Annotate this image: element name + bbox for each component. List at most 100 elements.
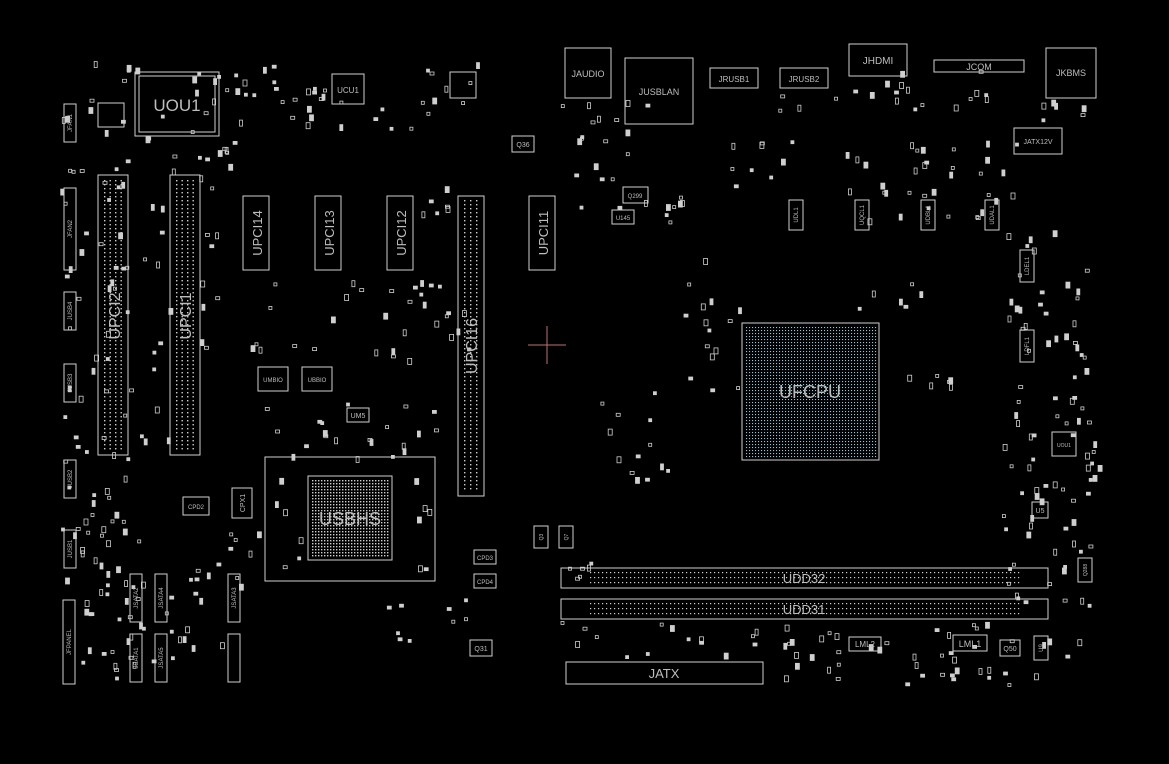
sata-jsata4[interactable]: JSATA4 xyxy=(154,573,168,623)
pin xyxy=(1002,582,1004,584)
pin xyxy=(872,378,874,380)
connector-jaudio[interactable]: JAUDIO xyxy=(564,47,612,99)
transistor-q3[interactable]: Q3 xyxy=(533,525,549,549)
pin xyxy=(476,216,478,218)
connector-jrusb1[interactable]: JRUSB1 xyxy=(709,67,759,89)
inductor-lml1[interactable]: LML1 xyxy=(952,634,988,652)
pin xyxy=(794,411,796,413)
pci-slot-upci1[interactable]: UPCI1 xyxy=(169,174,201,456)
header-jfpanel[interactable]: JFPANEL xyxy=(62,599,76,685)
header-jusb1[interactable]: JUSB1 xyxy=(63,529,77,569)
inductor-ldfl1[interactable]: LDFL1 xyxy=(1019,329,1035,363)
pin xyxy=(791,348,793,350)
connector-jkbms[interactable]: JKBMS xyxy=(1045,47,1097,99)
inductor-udbl1[interactable]: UDBL1 xyxy=(920,199,936,231)
header-jfan2[interactable]: JFAN2 xyxy=(63,187,77,271)
inductor-lml2[interactable]: LML2 xyxy=(848,636,882,652)
header-jusb4[interactable]: JUSB4 xyxy=(63,291,77,331)
dimm-slot-udd32[interactable]: UDD32 xyxy=(560,567,1049,589)
chip-uou1[interactable]: UOU1 xyxy=(134,71,220,137)
pin xyxy=(658,572,660,574)
chip-u145[interactable]: U145 xyxy=(611,209,635,225)
smd-pad xyxy=(1086,491,1091,496)
chip-ucu1[interactable]: UCU1 xyxy=(331,73,365,105)
pin xyxy=(770,405,772,407)
pin xyxy=(836,447,838,449)
sata-jsata3[interactable]: JSATA3 xyxy=(227,573,241,623)
pin xyxy=(779,327,781,329)
pin xyxy=(922,577,924,579)
smd-pad xyxy=(795,662,800,670)
pin xyxy=(845,357,847,359)
pin xyxy=(115,388,117,390)
pin xyxy=(115,432,117,434)
part-cpd2[interactable]: CPD2 xyxy=(182,496,210,516)
pin xyxy=(176,228,178,230)
part-cpd3[interactable]: CPD3 xyxy=(473,549,497,565)
smd-pad xyxy=(1080,113,1086,117)
connector-jrusb2[interactable]: JRUSB2 xyxy=(779,67,829,89)
pin xyxy=(333,555,335,557)
connector-jatx12v[interactable]: JATX12V xyxy=(1013,127,1063,155)
pin xyxy=(181,312,183,314)
sata-jsata5[interactable]: JSATA5 xyxy=(154,633,168,683)
pin xyxy=(767,387,769,389)
sata-jsata1[interactable]: JSATA1 xyxy=(129,633,143,683)
pin xyxy=(954,582,956,584)
pin xyxy=(321,507,323,509)
smd-pad xyxy=(1062,598,1068,603)
chip-u9[interactable]: U9 xyxy=(1033,635,1049,661)
smd-pad xyxy=(987,666,992,674)
inductor-ldel1[interactable]: LDEL1 xyxy=(1019,249,1035,283)
pci-slot-upci2[interactable]: UPCI2 xyxy=(97,174,129,456)
transistor-q50[interactable]: Q50 xyxy=(999,639,1021,657)
chipset-usbhs[interactable]: USBHS xyxy=(264,456,436,582)
smd-pad xyxy=(445,205,451,213)
pin xyxy=(312,501,314,503)
connector-jatx[interactable]: JATX xyxy=(565,661,764,685)
dimm-slot-udd31[interactable]: UDD31 xyxy=(560,598,1049,620)
pin xyxy=(181,184,183,186)
pin xyxy=(336,555,338,557)
pin xyxy=(109,352,111,354)
part-cpd4[interactable]: CPD4 xyxy=(473,573,497,589)
smd-pad xyxy=(239,119,243,127)
inductor-uqcl1[interactable]: UQCL1 xyxy=(854,199,870,231)
pin xyxy=(366,486,368,488)
cpu-socket-ufcpu[interactable]: UFCPU xyxy=(741,322,880,461)
label-uou1-small: UOU1 xyxy=(1057,443,1071,449)
chip-um5[interactable]: UM5 xyxy=(346,407,370,423)
chip-uou1-small[interactable]: UOU1 xyxy=(1051,431,1077,457)
pin xyxy=(351,537,353,539)
transistor-q36[interactable]: Q36 xyxy=(511,135,535,153)
header-jusb2[interactable]: JUSB2 xyxy=(63,459,77,499)
header-jfan1[interactable]: JFAN1 xyxy=(63,103,77,143)
connector-jcom[interactable]: JCOM xyxy=(933,59,1025,73)
chip-u5[interactable]: U5 xyxy=(1031,501,1049,519)
chip-umbio[interactable]: UMBIO xyxy=(257,366,289,392)
chip-ubbio[interactable]: UBBIO xyxy=(301,366,333,392)
pin xyxy=(902,577,904,579)
inductor-udl1[interactable]: UDL1 xyxy=(788,199,804,231)
pin xyxy=(176,184,178,186)
pin xyxy=(821,372,823,374)
part-cpx1[interactable]: CPX1 xyxy=(231,487,253,519)
pci-slot-upci12[interactable]: UPCI12 xyxy=(386,195,414,271)
connector-jusblan[interactable]: JUSBLAN xyxy=(624,57,694,125)
sata-outline[interactable] xyxy=(227,633,241,683)
transistor-q288[interactable]: Q288 xyxy=(1077,557,1093,583)
smd-pad xyxy=(664,213,669,218)
sata-jsata2[interactable]: JSATA2 xyxy=(129,573,143,623)
pci-slot-upci13[interactable]: UPCI13 xyxy=(314,195,342,271)
transistor-q31[interactable]: Q31 xyxy=(469,639,493,657)
transistor-q7[interactable]: Q7 xyxy=(558,525,574,549)
pin xyxy=(851,390,853,392)
inductor-udal1[interactable]: UDAL1 xyxy=(984,199,1000,231)
pci-slot-upci14[interactable]: UPCI14 xyxy=(242,195,270,271)
pci-slot-upci16[interactable]: UPCI16 xyxy=(457,195,485,497)
pci-slot-upci11[interactable]: UPCI11 xyxy=(528,195,556,271)
transistor-q299[interactable]: Q299 xyxy=(622,186,649,204)
header-jusb3[interactable]: JUSB3 xyxy=(63,363,77,403)
pin xyxy=(803,402,805,404)
connector-jhdmi[interactable]: JHDMI xyxy=(848,43,908,77)
